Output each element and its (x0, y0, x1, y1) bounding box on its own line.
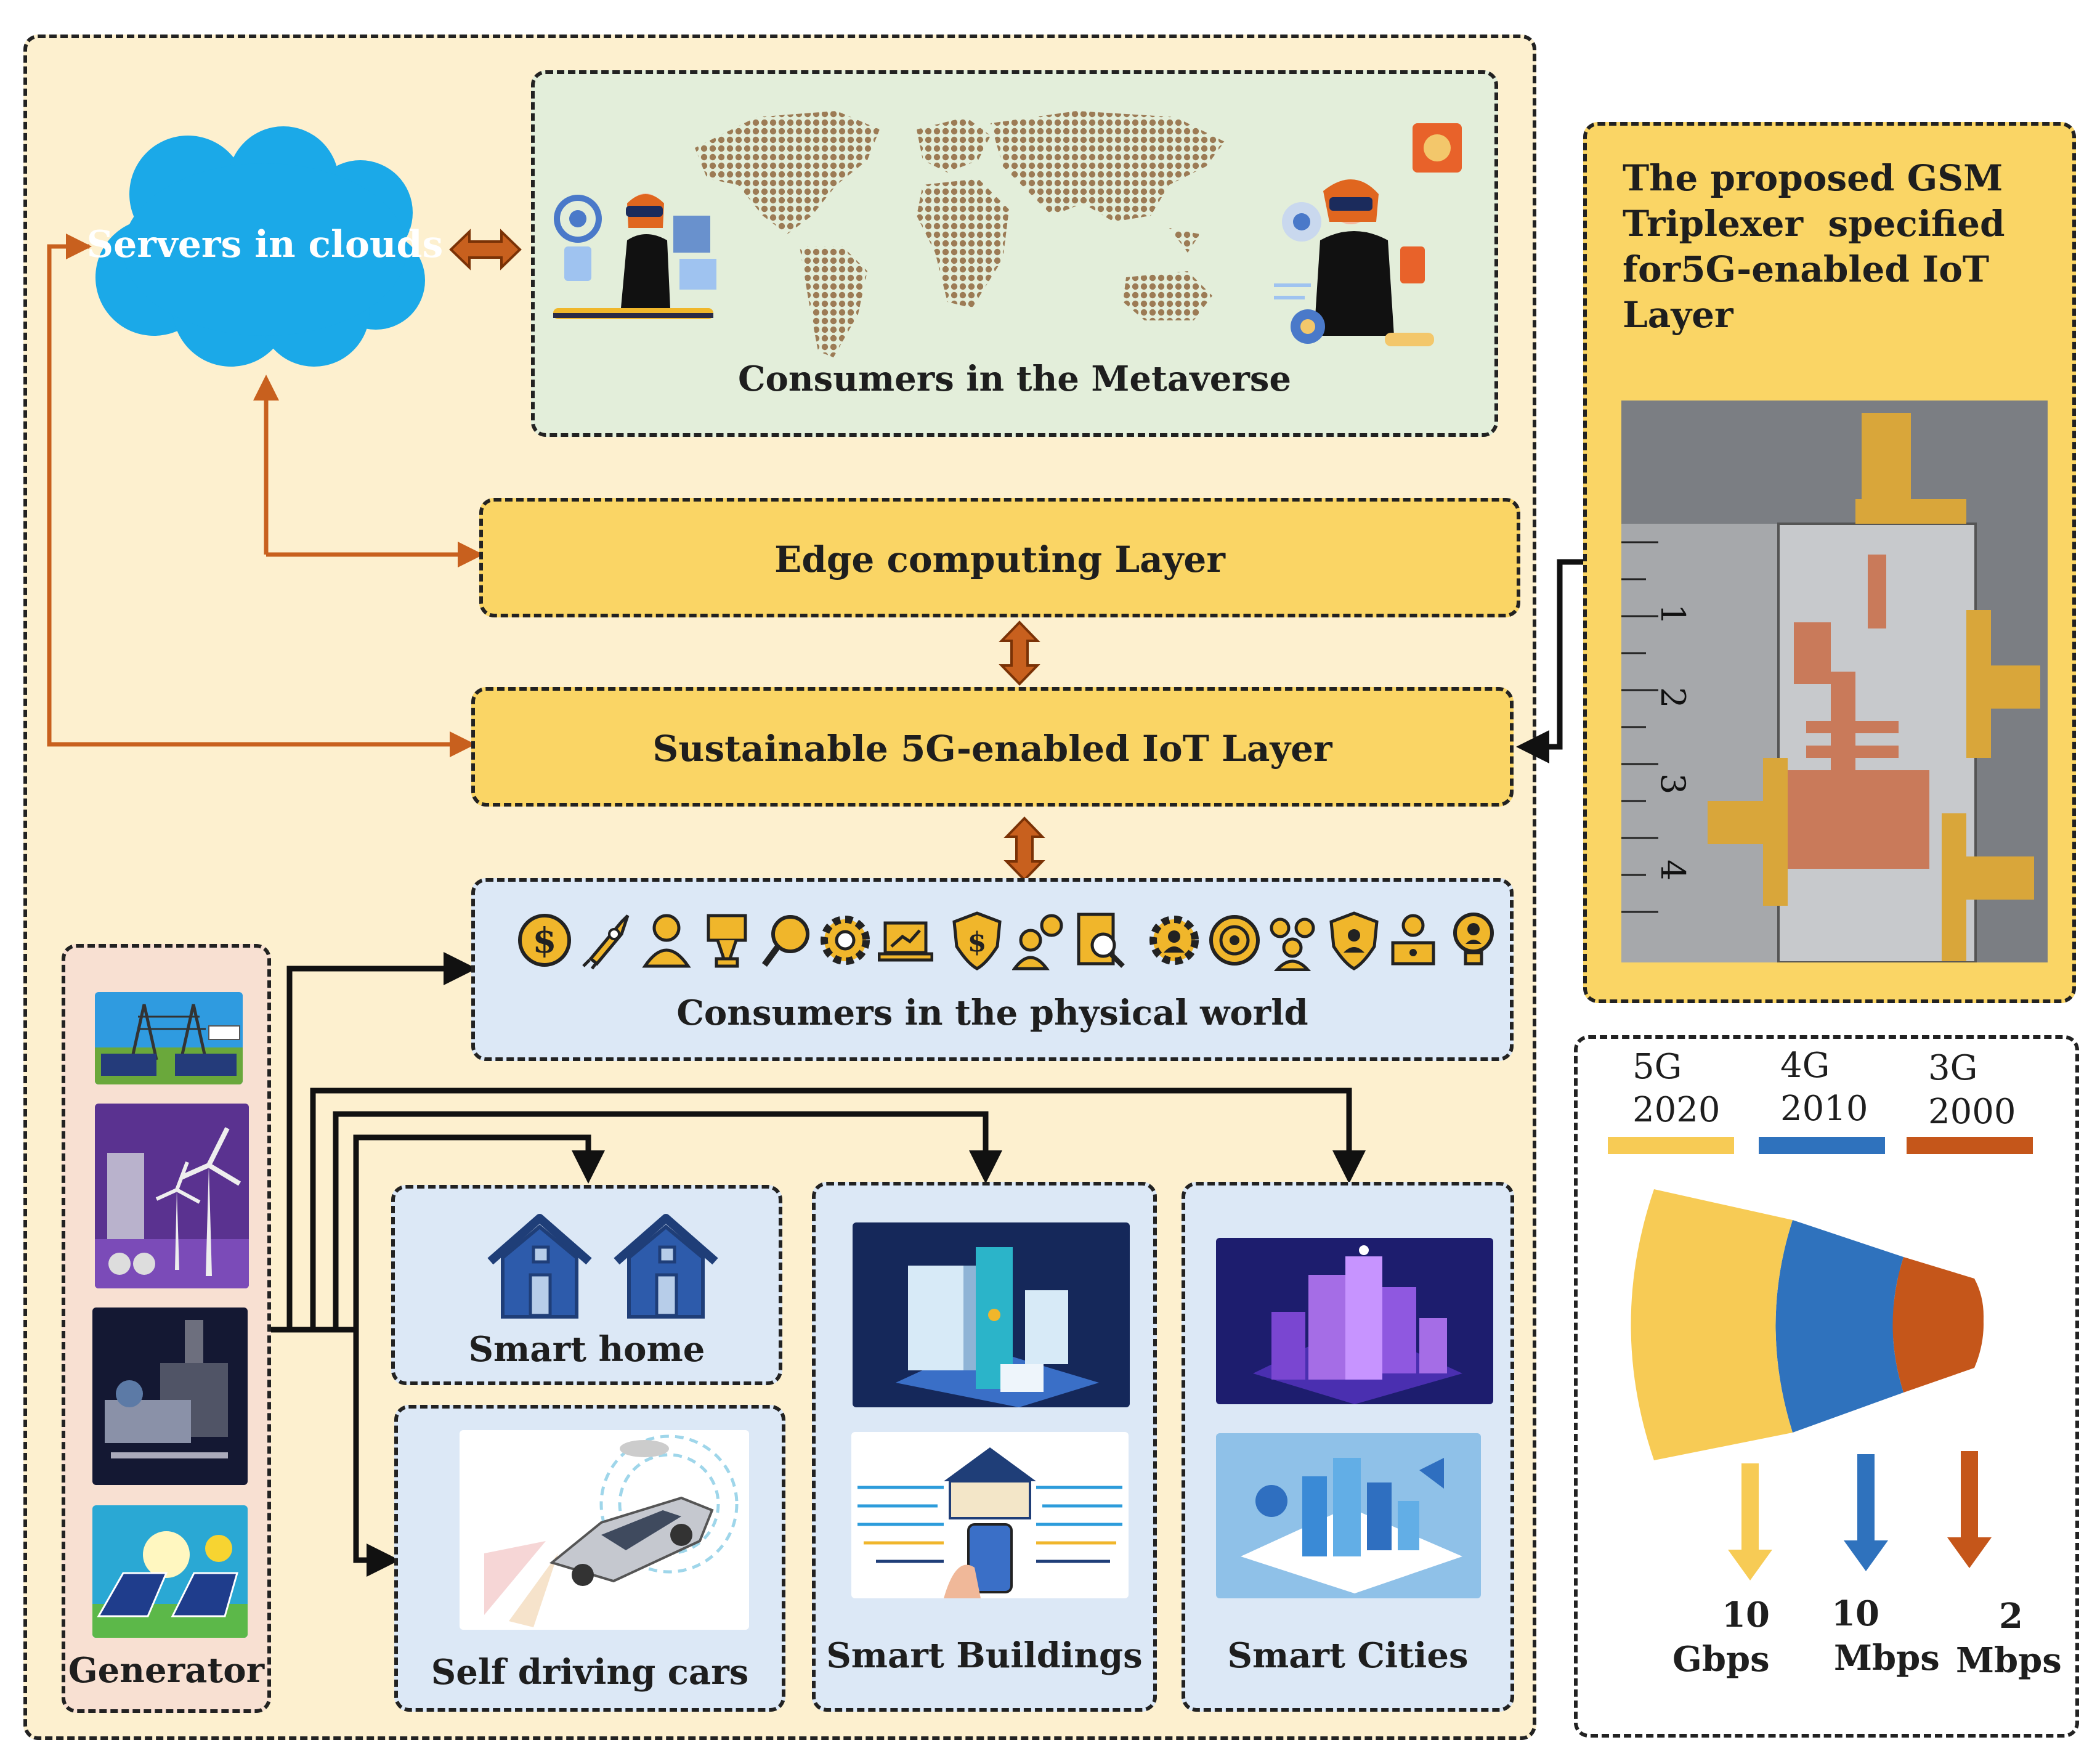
ruler-mark: 2 (1653, 687, 1692, 708)
legend-4g: 4G 2010 (1759, 1046, 1885, 1154)
triplexer-title-line: for5G-enabled IoT Layer (1623, 248, 1990, 336)
generator-connectors (271, 952, 1366, 1577)
generator-label: Generator (68, 1650, 265, 1691)
laptop-chart-icon (878, 921, 933, 962)
user-icon (642, 914, 691, 968)
legend-gen: 4G (1780, 1046, 1830, 1086)
document-search-icon (1077, 913, 1125, 968)
solar-panels-image (92, 1505, 248, 1638)
smart-building-phone-image (851, 1432, 1129, 1598)
triplexer-connector (1516, 559, 1583, 763)
house-icon (487, 1214, 592, 1319)
legend-5g: 5G 2020 (1608, 1047, 1734, 1154)
physical-panel: $ $ Consumers in the physical world (471, 878, 1514, 1061)
dollar-shield-icon: $ (952, 911, 1002, 970)
smart-cities-label: Smart Cities (1227, 1635, 1469, 1676)
legend-3g: 3G 2000 (1907, 1048, 2033, 1154)
power-plant-image (92, 1308, 248, 1485)
metaverse-label: Consumers in the Metaverse (737, 359, 1292, 399)
cloud-shape (95, 126, 425, 367)
self-driving-panel: Self driving cars (394, 1405, 785, 1712)
svg-text:$: $ (533, 921, 557, 961)
iot-layer: Sustainable 5G-enabled IoT Layer (471, 687, 1514, 807)
legend-year: 2020 (1632, 1090, 1721, 1130)
rocket-icon (582, 914, 630, 970)
house-icon (614, 1214, 718, 1319)
iot-label: Sustainable 5G-enabled IoT Layer (652, 728, 1332, 770)
physical-icon-row: $ $ (475, 909, 1510, 977)
search-user-icon (761, 915, 809, 967)
smart-city-neon-image (1216, 1238, 1493, 1404)
gear-user-icon (1149, 916, 1199, 965)
arrow-4g (1844, 1454, 1888, 1571)
iot-physical-arrow (1003, 816, 1045, 882)
triplexer-title: The proposed GSM Triplexer specified for… (1623, 155, 2078, 338)
triplexer-photo: 1 2 3 4 (1621, 401, 2048, 962)
ruler-mark: 3 (1653, 773, 1692, 794)
smart-city-phone-image (1216, 1433, 1481, 1598)
cloud-iot-connector (47, 234, 476, 757)
user-laptop-icon (1391, 914, 1435, 966)
legend-swatch (1907, 1137, 2033, 1154)
generator-panel: Generator (62, 944, 271, 1713)
trophy-icon (707, 914, 747, 968)
ruler-mark: 4 (1653, 860, 1692, 880)
smart-home-panel: Smart home (391, 1185, 782, 1385)
triplexer-title-line: The proposed GSM (1623, 157, 2003, 199)
legend-swatch (1759, 1137, 1885, 1154)
cloud-metaverse-arrow (449, 229, 522, 270)
legend-swatch (1608, 1137, 1734, 1154)
legend-gen: 3G (1928, 1048, 1977, 1088)
band-5g-fan (1631, 1189, 1793, 1460)
edge-iot-arrow (999, 620, 1040, 686)
smart-cities-panel: Smart Cities (1182, 1182, 1514, 1712)
user-shield-icon (1329, 911, 1379, 970)
speed-unit: Mbps (1834, 1638, 1940, 1678)
smart-building-city-image (853, 1222, 1130, 1407)
speed-value: 10 (1831, 1593, 1879, 1634)
cloud-label: Servers in clouds (86, 223, 444, 266)
generations-chart: 5G 2020 4G 2010 3G 2000 10 Gbps 10 Mbps … (1608, 1046, 2062, 1681)
triplexer-panel: The proposed GSM Triplexer specified for… (1583, 122, 2076, 1003)
physical-label: Consumers in the physical world (676, 993, 1308, 1033)
gear-icon (821, 916, 870, 965)
speed-unit: Mbps (1956, 1640, 2062, 1681)
avatar-vr-left (553, 193, 716, 319)
user-key-icon (1012, 914, 1063, 970)
wind-turbines-image (95, 1104, 249, 1288)
user-bulb-icon (1453, 913, 1494, 966)
team-icon (1270, 917, 1315, 971)
dollar-icon: $ (518, 914, 571, 967)
avatar-vr-right (1274, 123, 1462, 346)
svg-text:$: $ (968, 927, 987, 958)
triplexer-title-line: Triplexer specified (1623, 203, 2005, 245)
self-driving-car-image (460, 1430, 749, 1630)
edge-layer: Edge computing Layer (479, 498, 1520, 617)
legend-year: 2010 (1780, 1089, 1868, 1129)
arrow-3g (1947, 1451, 1992, 1568)
ruler-mark: 1 (1653, 604, 1692, 625)
speed-value: 2 (1999, 1596, 2023, 1637)
solar-power-station-image (95, 992, 243, 1084)
edge-label: Edge computing Layer (774, 539, 1225, 580)
smart-buildings-panel: Smart Buildings (812, 1182, 1157, 1712)
speed-value: 10 (1722, 1595, 1770, 1635)
speed-unit: Gbps (1672, 1639, 1770, 1680)
legend-year: 2000 (1928, 1092, 2016, 1132)
world-map-image (695, 111, 1225, 357)
arrow-5g (1728, 1463, 1772, 1580)
smart-buildings-label: Smart Buildings (826, 1635, 1143, 1676)
smart-home-label: Smart home (468, 1329, 705, 1370)
cloud-edge-connector (253, 375, 484, 567)
target-icon (1209, 915, 1260, 966)
legend-gen: 5G (1632, 1047, 1682, 1087)
band-4g-fan (1775, 1220, 1903, 1433)
band-3g-fan (1892, 1257, 1984, 1393)
self-driving-label: Self driving cars (431, 1652, 749, 1693)
metaverse-panel: Consumers in the Metaverse (531, 70, 1498, 437)
